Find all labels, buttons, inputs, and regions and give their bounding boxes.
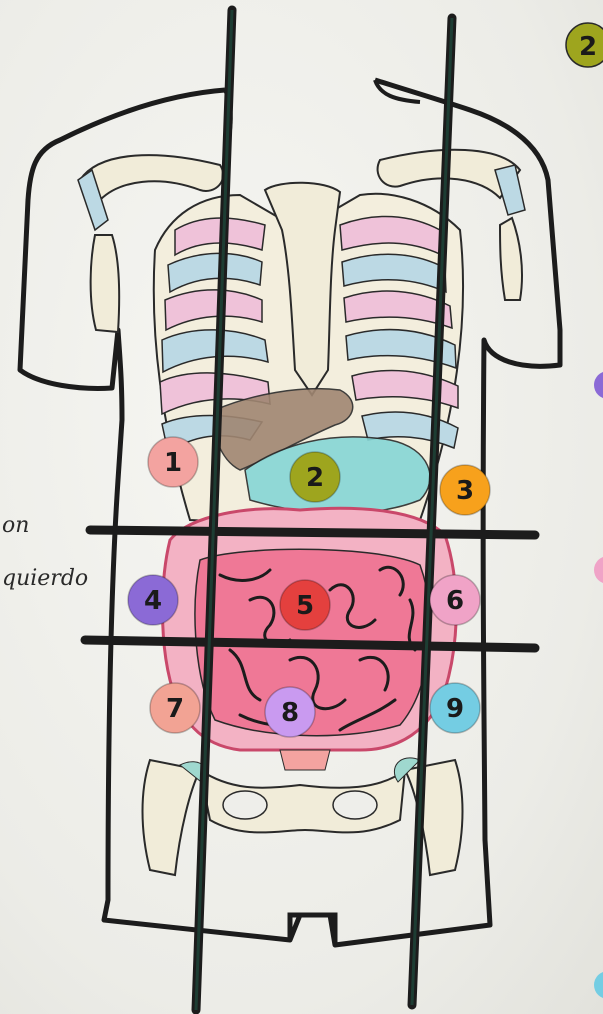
legend-dot-purple [594, 371, 603, 399]
region-marker-label: 2 [306, 463, 324, 493]
region-marker-4: 4 [128, 575, 178, 625]
legend-dot-label: 2 [579, 32, 597, 62]
region-marker-label: 7 [166, 694, 184, 724]
margin-note-bottom: quierdo [2, 566, 88, 591]
region-marker-7: 7 [150, 683, 200, 733]
margin-note-top: on [2, 513, 29, 538]
legend-dot-top: 2 [566, 23, 603, 67]
legend-dot-blue [594, 971, 603, 999]
region-marker-label: 9 [446, 694, 464, 724]
region-marker-6: 6 [430, 575, 480, 625]
region-marker-9: 9 [430, 683, 480, 733]
region-marker-label: 3 [456, 476, 474, 506]
region-marker-3: 3 [440, 465, 490, 515]
region-marker-8: 8 [265, 687, 315, 737]
legend-dot-pink [594, 556, 603, 584]
region-marker-label: 4 [144, 586, 162, 616]
region-marker-5: 5 [280, 580, 330, 630]
region-marker-label: 6 [446, 586, 464, 616]
region-marker-1: 1 [148, 437, 198, 487]
region-marker-label: 8 [281, 698, 299, 728]
region-marker-2: 2 [290, 452, 340, 502]
region-marker-label: 1 [164, 448, 182, 478]
region-marker-label: 5 [296, 591, 314, 621]
